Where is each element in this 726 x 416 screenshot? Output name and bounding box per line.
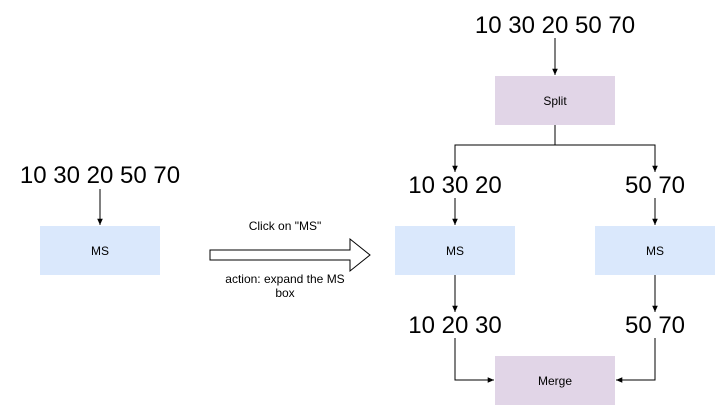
transition-arrow <box>209 237 371 273</box>
arrow-split-to-right-half <box>555 144 658 172</box>
right-sorted-numbers: 50 70 <box>624 312 686 339</box>
action-label: action: expand the MS box <box>225 272 345 300</box>
left-sub-ms-box[interactable]: MS <box>395 226 515 275</box>
left-ms-box[interactable]: MS <box>40 226 160 275</box>
left-input-numbers: 10 30 20 50 70 <box>19 162 181 189</box>
click-label: Click on "MS" <box>248 219 322 233</box>
arrow-split-to-left-half <box>452 125 556 172</box>
right-sub-ms-box[interactable]: MS <box>595 226 715 275</box>
left-sorted-numbers: 10 20 30 <box>408 312 502 339</box>
arrow-left-sorted-to-merge <box>454 338 494 383</box>
arrow-right-sorted-to-merge <box>616 338 656 383</box>
left-half-numbers: 10 30 20 <box>408 172 502 199</box>
right-input-numbers: 10 30 20 50 70 <box>474 12 636 39</box>
right-half-numbers: 50 70 <box>624 172 686 199</box>
merge-box[interactable]: Merge <box>495 356 615 405</box>
split-box[interactable]: Split <box>495 76 615 125</box>
